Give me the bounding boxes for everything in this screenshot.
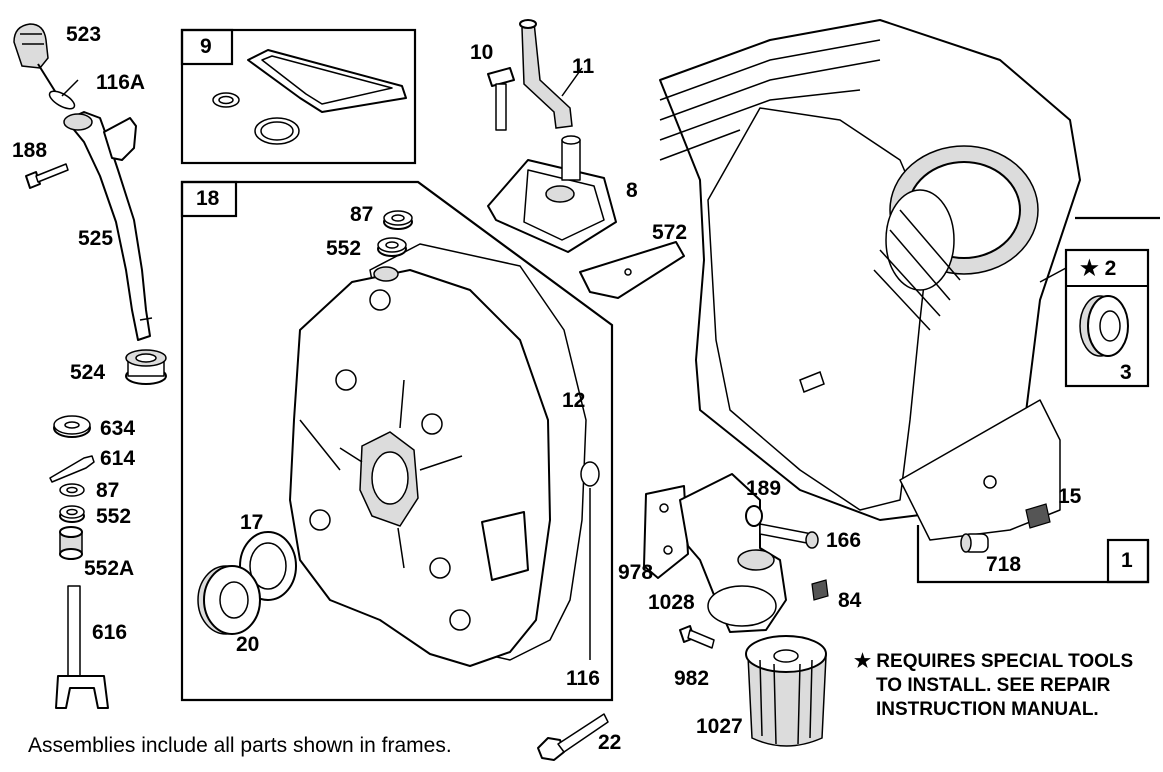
label-572: 572 [652,221,688,244]
label-20: 20 [236,633,260,656]
label-982: 982 [674,667,710,690]
label-15: 15 [1058,485,1082,508]
plug-84 [811,579,829,601]
washer-87 [59,483,85,497]
assemblies-footnote: Assemblies include all parts shown in fr… [28,734,452,757]
sump-cover-12 [289,243,587,667]
label-1028: 1028 [648,591,695,614]
frame-9 [180,28,417,165]
gasket-9 [247,49,407,113]
washer-87-sump [383,210,413,230]
frame-tag-2: ★ 2 [1080,257,1117,280]
label-10: 10 [470,41,494,64]
label-616: 616 [92,621,128,644]
label-525: 525 [78,227,114,250]
frame-18 [180,180,614,702]
dowel-718 [960,533,989,553]
engine-block [659,19,1081,541]
label-523: 523 [66,23,102,46]
o-ring-9 [254,117,300,145]
label-552-left: 552 [96,505,132,528]
frame-1 [916,216,1160,584]
bolt-188 [25,163,69,189]
label-718: 718 [986,553,1022,576]
label-166: 166 [826,529,862,552]
label-552-sump: 552 [326,237,362,260]
bracket-572 [579,241,685,299]
leader-lines [61,67,1067,283]
label-552a: 552A [84,557,135,580]
dipstick-tube-525 [63,111,153,341]
pin-614 [49,455,95,483]
special-tools-note-line-1: ★ REQUIRES SPECIAL TOOLS [854,651,1134,672]
oil-filter-1027 [745,635,827,747]
frame-2 [1064,248,1150,388]
label-116a: 116A [96,71,146,94]
label-84: 84 [838,589,862,612]
bolt-10 [487,67,515,131]
special-tools-note-line-2: TO INSTALL. SEE REPAIR [876,675,1111,696]
breather-tube-11 [519,19,573,129]
label-87-sump: 87 [350,203,374,226]
frame-tag-9: 9 [200,35,212,58]
breather-cover-8 [487,135,617,253]
label-978: 978 [618,561,654,584]
label-634: 634 [100,417,136,440]
fitting-166 [759,523,819,549]
governor-shaft-616 [55,585,109,709]
washer-552-sump [377,237,407,257]
label-524: 524 [70,361,106,384]
label-12: 12 [562,389,586,412]
washer-552 [59,505,85,523]
seal-20 [197,565,261,635]
washer-189 [745,505,763,527]
label-116: 116 [566,667,600,690]
label-17: 17 [240,511,264,534]
bolt-22 [537,713,609,761]
label-8: 8 [626,179,638,202]
bolt-982 [679,625,715,649]
label-189: 189 [746,477,782,500]
label-87-left: 87 [96,479,120,502]
label-1027: 1027 [696,715,743,738]
label-188: 188 [12,139,48,162]
seal-3 [1079,295,1129,357]
dipstick-cap-523 [13,23,59,97]
washer-9-small [212,92,240,108]
label-11: 11 [572,55,595,78]
grommet-524 [125,349,167,385]
gasket-978 [643,485,689,579]
o-ring-116 [580,461,600,660]
plug-15 [1025,503,1051,529]
label-22: 22 [598,731,622,754]
o-ring-116a [48,90,76,110]
sleeve-552a [59,526,83,560]
washer-634 [53,415,91,438]
frame-tag-1: 1 [1121,549,1133,572]
label-614: 614 [100,447,136,470]
special-tools-note-line-3: INSTRUCTION MANUAL. [876,699,1099,720]
label-3: 3 [1120,361,1132,384]
frame-tag-18: 18 [196,187,220,210]
